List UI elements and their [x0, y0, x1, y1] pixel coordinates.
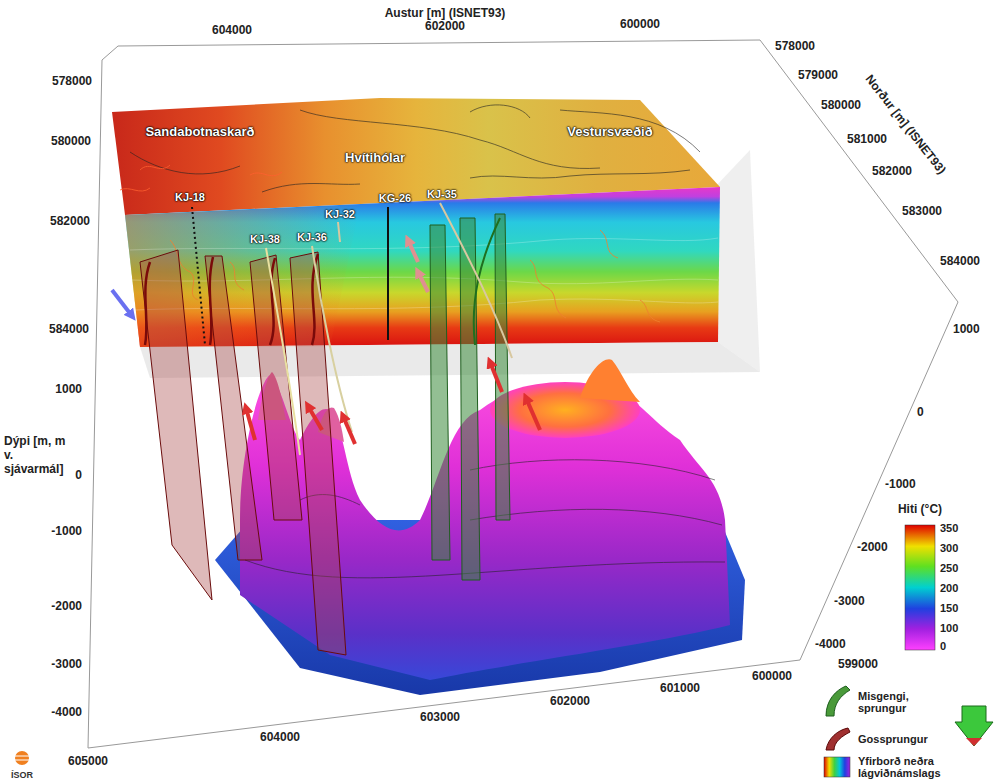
section-contours — [170, 230, 660, 322]
well-label: KJ-18 — [175, 191, 205, 204]
view-arrow — [955, 706, 993, 746]
colorbar-title: Hiti (°C) — [898, 503, 942, 517]
axis-tick: 600000 — [752, 670, 792, 684]
colorbar-tick: 150 — [940, 602, 958, 615]
axis-title: Austur [m] (ISNET93) — [385, 7, 506, 21]
flow-arrows — [112, 240, 540, 444]
eruption-fissures — [140, 250, 346, 655]
axis-tick: 579000 — [798, 69, 838, 83]
fault-planes — [430, 214, 510, 580]
axis-tick: -2000 — [51, 600, 82, 614]
legend-label: Misgengi, sprungur — [858, 690, 953, 714]
colorbar-tick: 350 — [940, 522, 958, 535]
axis-tick: 583000 — [902, 205, 942, 219]
logo-symbol — [15, 751, 29, 765]
colorbar — [905, 525, 935, 650]
axis-tick: 604000 — [260, 731, 300, 745]
well-label: KJ-36 — [297, 231, 327, 244]
surface-lineaments — [120, 165, 282, 191]
place-name: Sandabotnaskarð — [145, 125, 254, 140]
axis-tick: 582000 — [872, 165, 912, 179]
legend-label: Gossprungur — [858, 733, 953, 745]
view-arrow-base — [966, 738, 982, 746]
axis-tick: 599000 — [838, 658, 878, 672]
axis-tick: -1000 — [885, 478, 916, 492]
fault-trace — [474, 218, 500, 345]
colorbar-tick: 0 — [940, 640, 946, 653]
legend-symbol — [826, 728, 850, 750]
dome-peak — [580, 359, 640, 402]
back-plane — [715, 150, 760, 372]
axis-tick: -4000 — [815, 638, 846, 652]
legend-entry: Gossprungur — [858, 733, 953, 745]
axis-tick: -3000 — [51, 658, 82, 672]
legend-symbol — [826, 686, 850, 716]
axis-tick: 602000 — [425, 20, 465, 34]
axis-tick: -1000 — [51, 525, 82, 539]
colorbar-tick: 250 — [940, 562, 958, 575]
well-label: KJ-32 — [325, 208, 355, 221]
axis-tick: 0 — [75, 469, 82, 483]
axis-tick: 584000 — [940, 255, 980, 269]
axis-title: Dýpi [m, m v. sjávarmál] — [4, 435, 68, 476]
axis-tick: 1000 — [55, 383, 82, 397]
well-label: KJ-38 — [250, 233, 280, 246]
axis-tick: 600000 — [620, 18, 660, 32]
axis-tick: 581000 — [847, 133, 887, 147]
colorbar-tick: 200 — [940, 582, 958, 595]
axis-tick: 602000 — [550, 695, 590, 709]
colorbar-tick: 300 — [940, 542, 958, 555]
axis-tick: -2000 — [857, 541, 888, 555]
axis-tick: 580000 — [51, 135, 91, 149]
well-label: KG-26 — [379, 192, 411, 205]
legend-symbol — [824, 757, 850, 777]
axis-tick: 1000 — [953, 323, 980, 337]
axis-tick: 603000 — [420, 711, 460, 725]
well-label: KJ-35 — [427, 188, 457, 201]
place-name: Hvítihólar — [345, 151, 405, 166]
colorbar-tick: 100 — [940, 622, 958, 635]
box-frame — [88, 40, 958, 748]
axis-tick: 0 — [917, 406, 924, 420]
axis-tick: 582000 — [50, 215, 90, 229]
axis-tick: 604000 — [212, 24, 252, 38]
terrain-contours — [130, 105, 700, 192]
place-name: Vestursvæðið — [567, 125, 652, 140]
axis-tick: 578000 — [52, 75, 92, 89]
axis-tick: 580000 — [821, 99, 861, 113]
axis-tick: 584000 — [49, 323, 89, 337]
axis-tick: -3000 — [834, 595, 865, 609]
legend-entry: Yfirborð neðra lágviðnámslags — [858, 755, 953, 779]
legend-entry: Misgengi, sprungur — [858, 690, 953, 714]
logo-text: ÍSOR — [11, 770, 33, 780]
wells — [192, 203, 512, 455]
axis-title: Norður [m] (ISNET93) — [862, 73, 948, 178]
axis-tick: 601000 — [660, 682, 700, 696]
axis-tick: 605000 — [68, 755, 108, 769]
axis-tick: 578000 — [775, 40, 815, 54]
axis-tick: -4000 — [51, 706, 82, 720]
legend-label: Yfirborð neðra lágviðnámslags — [858, 755, 953, 779]
fissure-traces — [145, 254, 318, 345]
